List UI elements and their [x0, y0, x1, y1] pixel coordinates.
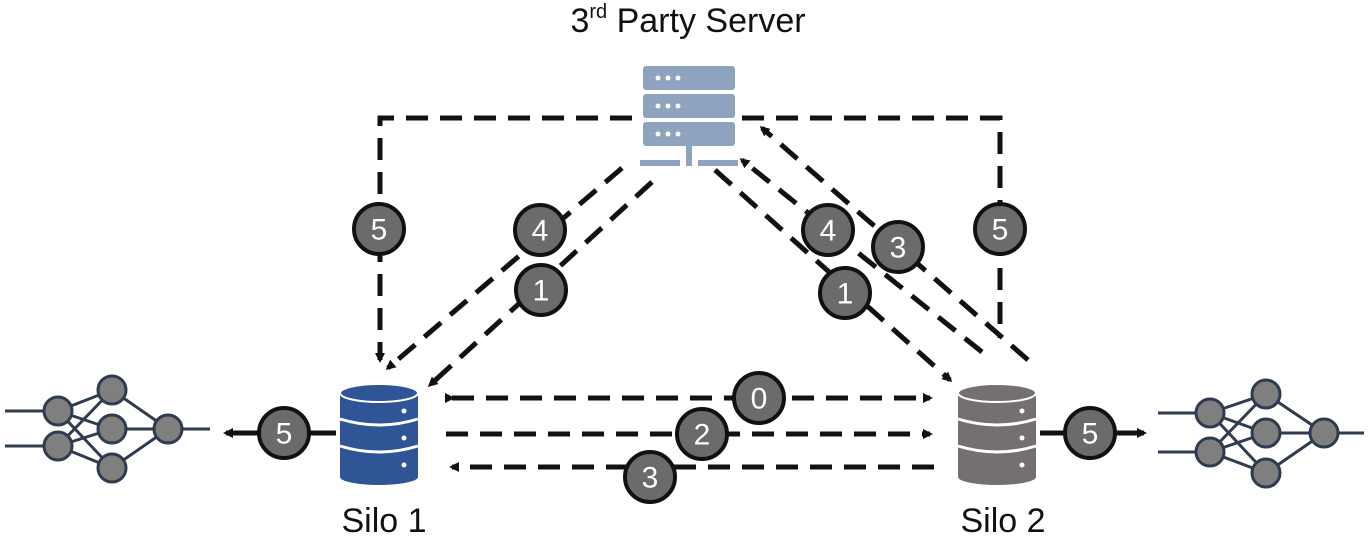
step-badge-5-model-right: 5	[1063, 406, 1117, 460]
svg-text:1: 1	[533, 275, 550, 308]
svg-text:3: 3	[642, 462, 659, 495]
svg-text:4: 4	[820, 215, 837, 248]
left-model-nodes	[42, 374, 184, 484]
edge-silo2-to-server-step4	[739, 158, 984, 354]
svg-text:5: 5	[992, 214, 1009, 247]
svg-text:5: 5	[1082, 418, 1099, 451]
silo1-label: Silo 1	[341, 502, 426, 538]
right-model-nodes	[1194, 378, 1340, 489]
step-badge-5-top-right: 5	[973, 202, 1027, 256]
step-badge-4-right: 4	[801, 203, 855, 257]
step-badge-3-right: 3	[871, 220, 925, 274]
step-badge-1-left: 1	[514, 263, 568, 317]
step-badge-0: 0	[732, 371, 786, 425]
edge-server-to-silo1-step4	[385, 166, 624, 370]
server-label: 3rd Party Server	[570, 1, 805, 40]
step-badge-4-left: 4	[513, 203, 567, 257]
svg-text:4: 4	[532, 215, 549, 248]
svg-text:0: 0	[751, 383, 768, 416]
svg-text:3: 3	[890, 232, 907, 265]
svg-text:5: 5	[276, 418, 293, 451]
step-badge-5-model-left: 5	[257, 406, 311, 460]
svg-text:1: 1	[837, 278, 854, 311]
silo1-database-icon	[339, 383, 419, 485]
silo2-label: Silo 2	[960, 502, 1045, 538]
server-icon	[640, 66, 738, 166]
step-badge-5-top-left: 5	[352, 202, 406, 256]
edge-server-to-silo2-step5	[742, 115, 1003, 338]
svg-text:5: 5	[371, 214, 388, 247]
step-badge-1-right: 1	[818, 266, 872, 320]
edge-server-to-silo1-step5	[375, 115, 632, 363]
step-badge-2: 2	[675, 407, 729, 461]
silo2-database-icon	[957, 383, 1037, 485]
svg-text:2: 2	[694, 419, 711, 452]
step-badge-3-bottom: 3	[623, 450, 677, 504]
